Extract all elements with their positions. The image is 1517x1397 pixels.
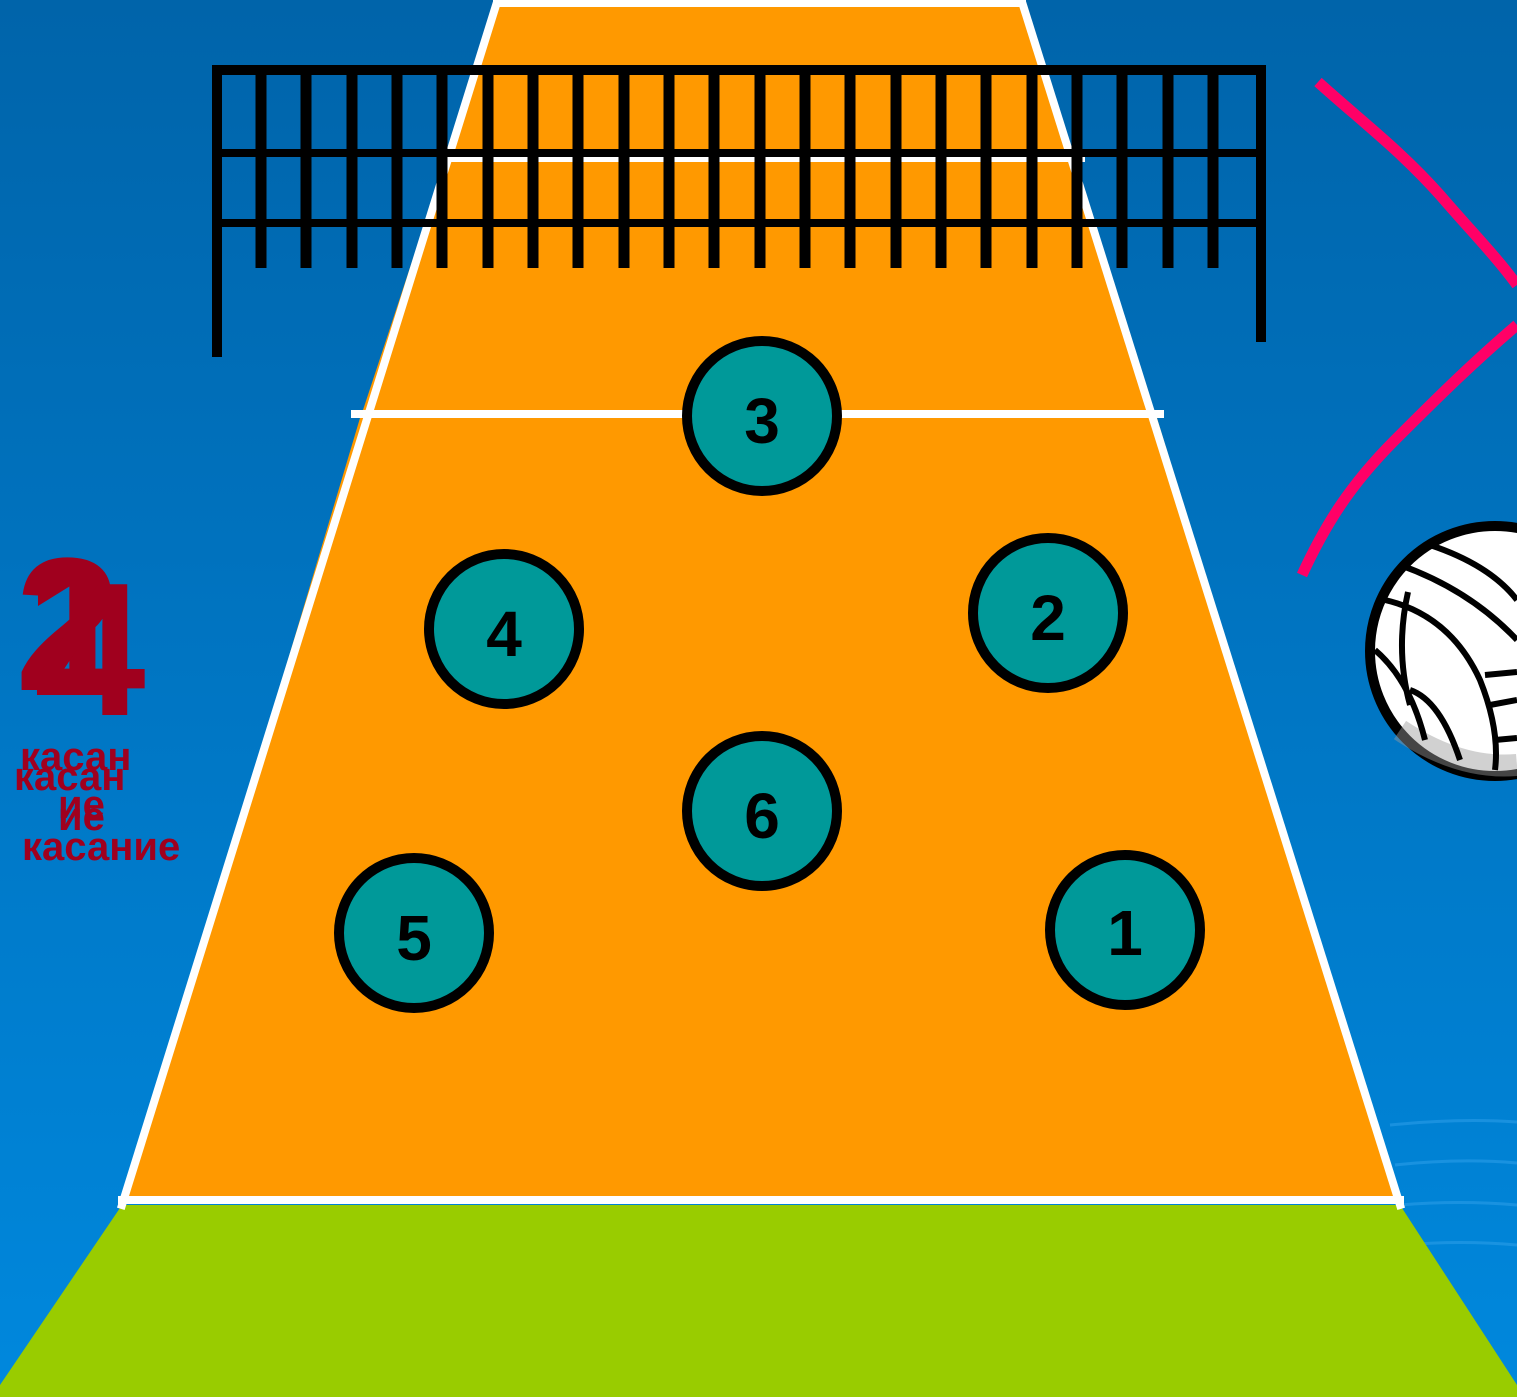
player-5: 5	[339, 858, 489, 1008]
player-4: 4	[429, 554, 579, 704]
player-3: 3	[687, 341, 837, 491]
touch-digit-4: 4	[40, 544, 146, 756]
player-number: 6	[744, 780, 780, 852]
touch-label: касание	[22, 825, 180, 869]
player-number: 4	[486, 598, 522, 670]
player-6: 6	[687, 736, 837, 886]
player-number: 3	[744, 385, 780, 457]
player-number: 2	[1030, 582, 1066, 654]
touch-word-fragment: ие	[58, 783, 105, 827]
free-zone	[0, 1205, 1517, 1397]
player-1: 1	[1050, 855, 1200, 1005]
player-2: 2	[973, 538, 1123, 688]
player-number: 5	[396, 902, 432, 974]
player-number: 1	[1107, 897, 1143, 969]
